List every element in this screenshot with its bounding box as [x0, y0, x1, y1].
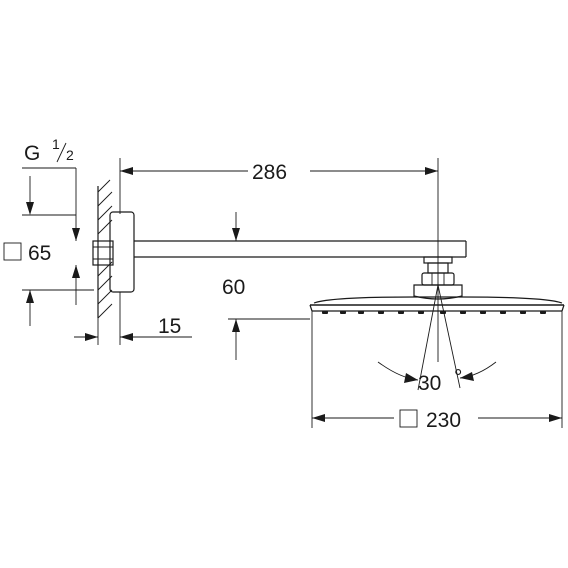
- dimension-flange-square: 65: [3, 242, 94, 326]
- head-size-label: 230: [426, 409, 461, 432]
- square-symbol-icon: [3, 242, 22, 261]
- thread-label-g: G: [24, 142, 40, 165]
- angle-unit-label: °: [454, 366, 462, 389]
- dimension-arm-length: 286: [119, 158, 439, 362]
- thread-label-numerator: 1: [52, 136, 60, 152]
- shower-arm: [134, 240, 467, 258]
- arm-length-label: 286: [252, 161, 287, 184]
- dimension-thread: G 1 2: [22, 136, 80, 305]
- flange-size-label: 65: [28, 242, 51, 265]
- thread-label-denominator: 2: [66, 147, 74, 163]
- wall-hatching: [97, 179, 113, 319]
- wall-flange: [92, 211, 135, 293]
- dimension-wall-offset: 15: [74, 292, 192, 345]
- square-symbol-icon: [399, 409, 418, 428]
- drop-label: 60: [222, 276, 245, 299]
- dimension-head-square: 230: [311, 311, 563, 432]
- wall-offset-label: 15: [158, 315, 181, 338]
- dimension-drop: 60: [222, 212, 310, 360]
- dimension-angle: 30 °: [377, 284, 497, 395]
- angle-value-label: 30: [418, 372, 441, 395]
